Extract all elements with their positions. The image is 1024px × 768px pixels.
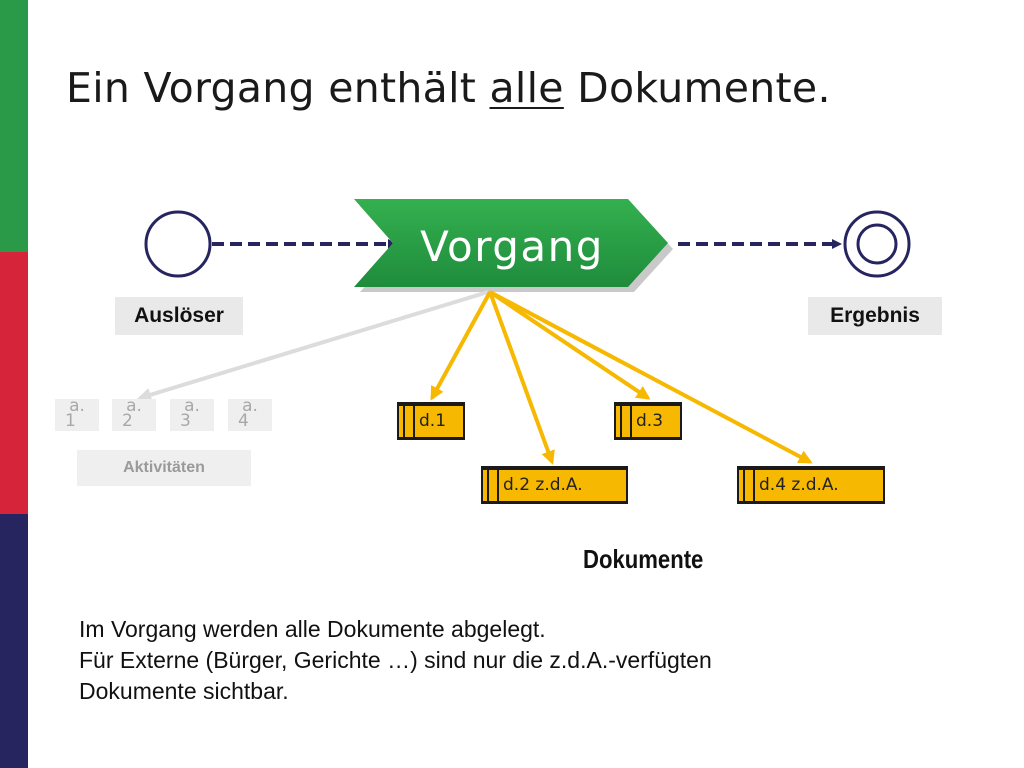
body-line: Für Externe (Bürger, Gerichte …) sind nu… — [79, 647, 712, 673]
accent-bar-red — [0, 252, 28, 514]
result-label: Ergebnis — [808, 297, 942, 335]
documents-heading: Dokumente — [583, 544, 704, 574]
activity-number: 3 — [180, 411, 191, 431]
accent-bar-green — [0, 0, 28, 252]
process-to-doc2-arrow — [488, 291, 555, 465]
activity-item: a.3 — [170, 396, 214, 431]
accent-bar-navy — [0, 514, 28, 768]
document-box-d4: d.4 z.d.A. — [737, 466, 885, 504]
page-title: Ein Vorgang enthält alle Dokumente. — [66, 64, 831, 112]
trigger-circle — [144, 210, 212, 278]
process-to-doc4-arrow — [489, 290, 813, 464]
activity-item: a.2 — [112, 396, 156, 431]
result-circle-inner — [856, 223, 898, 265]
body-line: Im Vorgang werden alle Dokumente abgeleg… — [79, 616, 546, 642]
process-to-doc1-arrow — [430, 291, 492, 401]
activity-item: a.1 — [55, 396, 99, 431]
document-box-d2: d.2 z.d.A. — [481, 466, 628, 504]
process-to-activities-arrow — [137, 290, 489, 402]
activity-number: 2 — [122, 411, 133, 431]
document-box-d1: d.1 — [397, 402, 465, 440]
process-label: Vorgang — [420, 222, 604, 271]
activity-item: a.4 — [228, 396, 272, 431]
activity-prefix: a. — [69, 396, 85, 416]
document-label: d.4 z.d.A. — [759, 475, 839, 495]
title-text-after: Dokumente. — [563, 64, 831, 112]
activity-number: 1 — [65, 411, 76, 431]
document-label: d.2 z.d.A. — [503, 475, 583, 495]
document-label: d.3 — [636, 411, 664, 431]
activity-prefix: a. — [184, 396, 200, 416]
activities-label: Aktivitäten — [77, 450, 251, 486]
activity-number: 4 — [238, 411, 249, 431]
title-text-underlined: alle — [489, 64, 564, 112]
activity-prefix: a. — [126, 396, 142, 416]
body-text: Im Vorgang werden alle Dokumente abgeleg… — [79, 614, 899, 707]
body-line: Dokumente sichtbar. — [79, 678, 289, 704]
activity-prefix: a. — [242, 396, 258, 416]
title-text-before: Ein Vorgang enthält — [66, 64, 490, 112]
process-chevron — [354, 199, 673, 292]
document-box-d3: d.3 — [614, 402, 682, 440]
trigger-label: Auslöser — [115, 297, 243, 335]
process-to-doc3-arrow — [488, 290, 651, 400]
document-label: d.1 — [419, 411, 447, 431]
